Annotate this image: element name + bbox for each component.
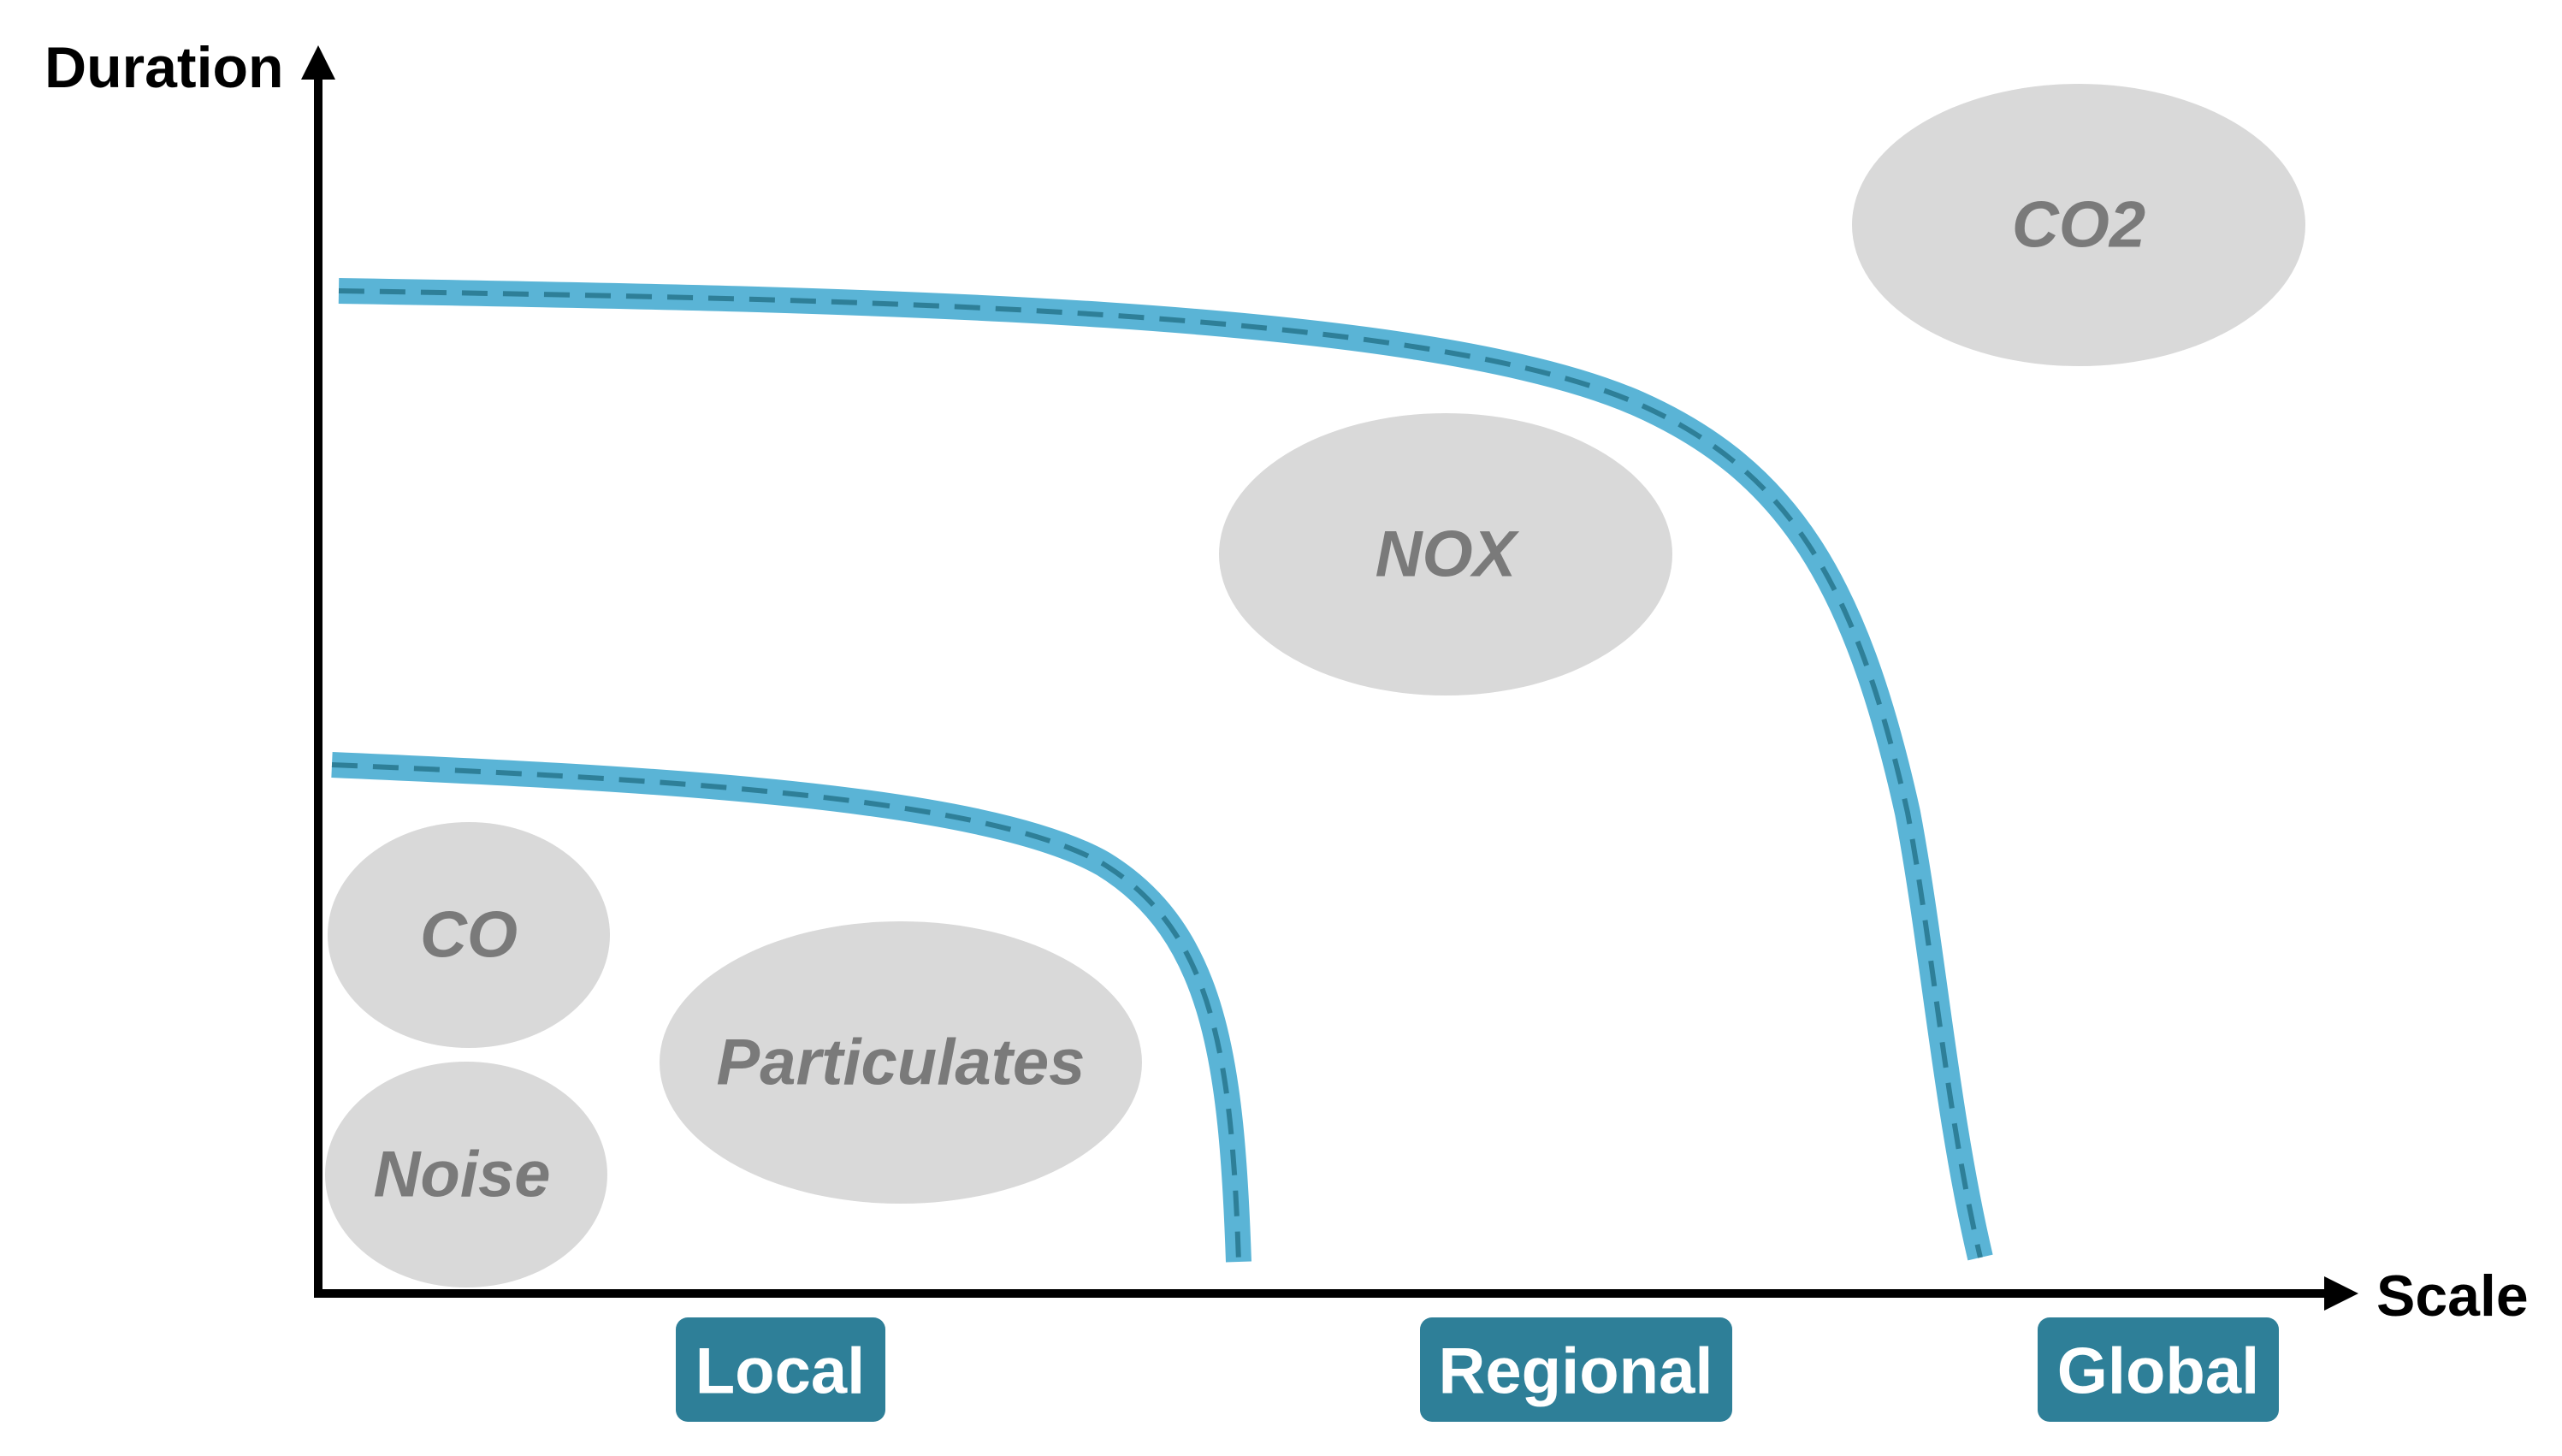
blob-particulates: Particulates (660, 921, 1142, 1204)
blob-nox-label: NOX (1376, 518, 1520, 591)
badge-regional-bg (1420, 1317, 1732, 1422)
blob-nox: NOX (1219, 413, 1672, 695)
badge-global-bg (2038, 1317, 2279, 1422)
blob-particulates-label: Particulates (717, 1027, 1086, 1099)
blob-particulates-shape (660, 921, 1142, 1204)
badge-local-label: Local (695, 1335, 866, 1408)
blob-co-label: CO (420, 899, 518, 972)
regional-boundary-curve (338, 278, 1993, 1261)
badge-regional: Regional (1420, 1317, 1732, 1422)
blob-co2: CO2 (1852, 84, 2305, 366)
badge-global-label: Global (2057, 1335, 2259, 1408)
blob-co2-shape (1852, 84, 2305, 366)
local-boundary-curve (331, 752, 1251, 1263)
blob-co-shape (328, 822, 610, 1048)
blob-co: CO (328, 822, 610, 1048)
blob-noise-shape (325, 1062, 607, 1287)
x-axis-label: Scale (2376, 1264, 2529, 1329)
blob-noise: Noise (325, 1062, 607, 1287)
regional-boundary-dash (338, 288, 1983, 1258)
badge-global: Global (2038, 1317, 2279, 1422)
badge-regional-label: Regional (1439, 1335, 1713, 1408)
badge-local-bg (676, 1317, 885, 1422)
blob-co2-label: CO2 (2012, 189, 2145, 262)
badge-local: Local (676, 1317, 885, 1422)
local-boundary-dash (331, 762, 1241, 1263)
blob-nox-shape (1219, 413, 1672, 695)
y-axis-label: Duration (44, 35, 284, 100)
blob-noise-label: Noise (374, 1139, 551, 1211)
